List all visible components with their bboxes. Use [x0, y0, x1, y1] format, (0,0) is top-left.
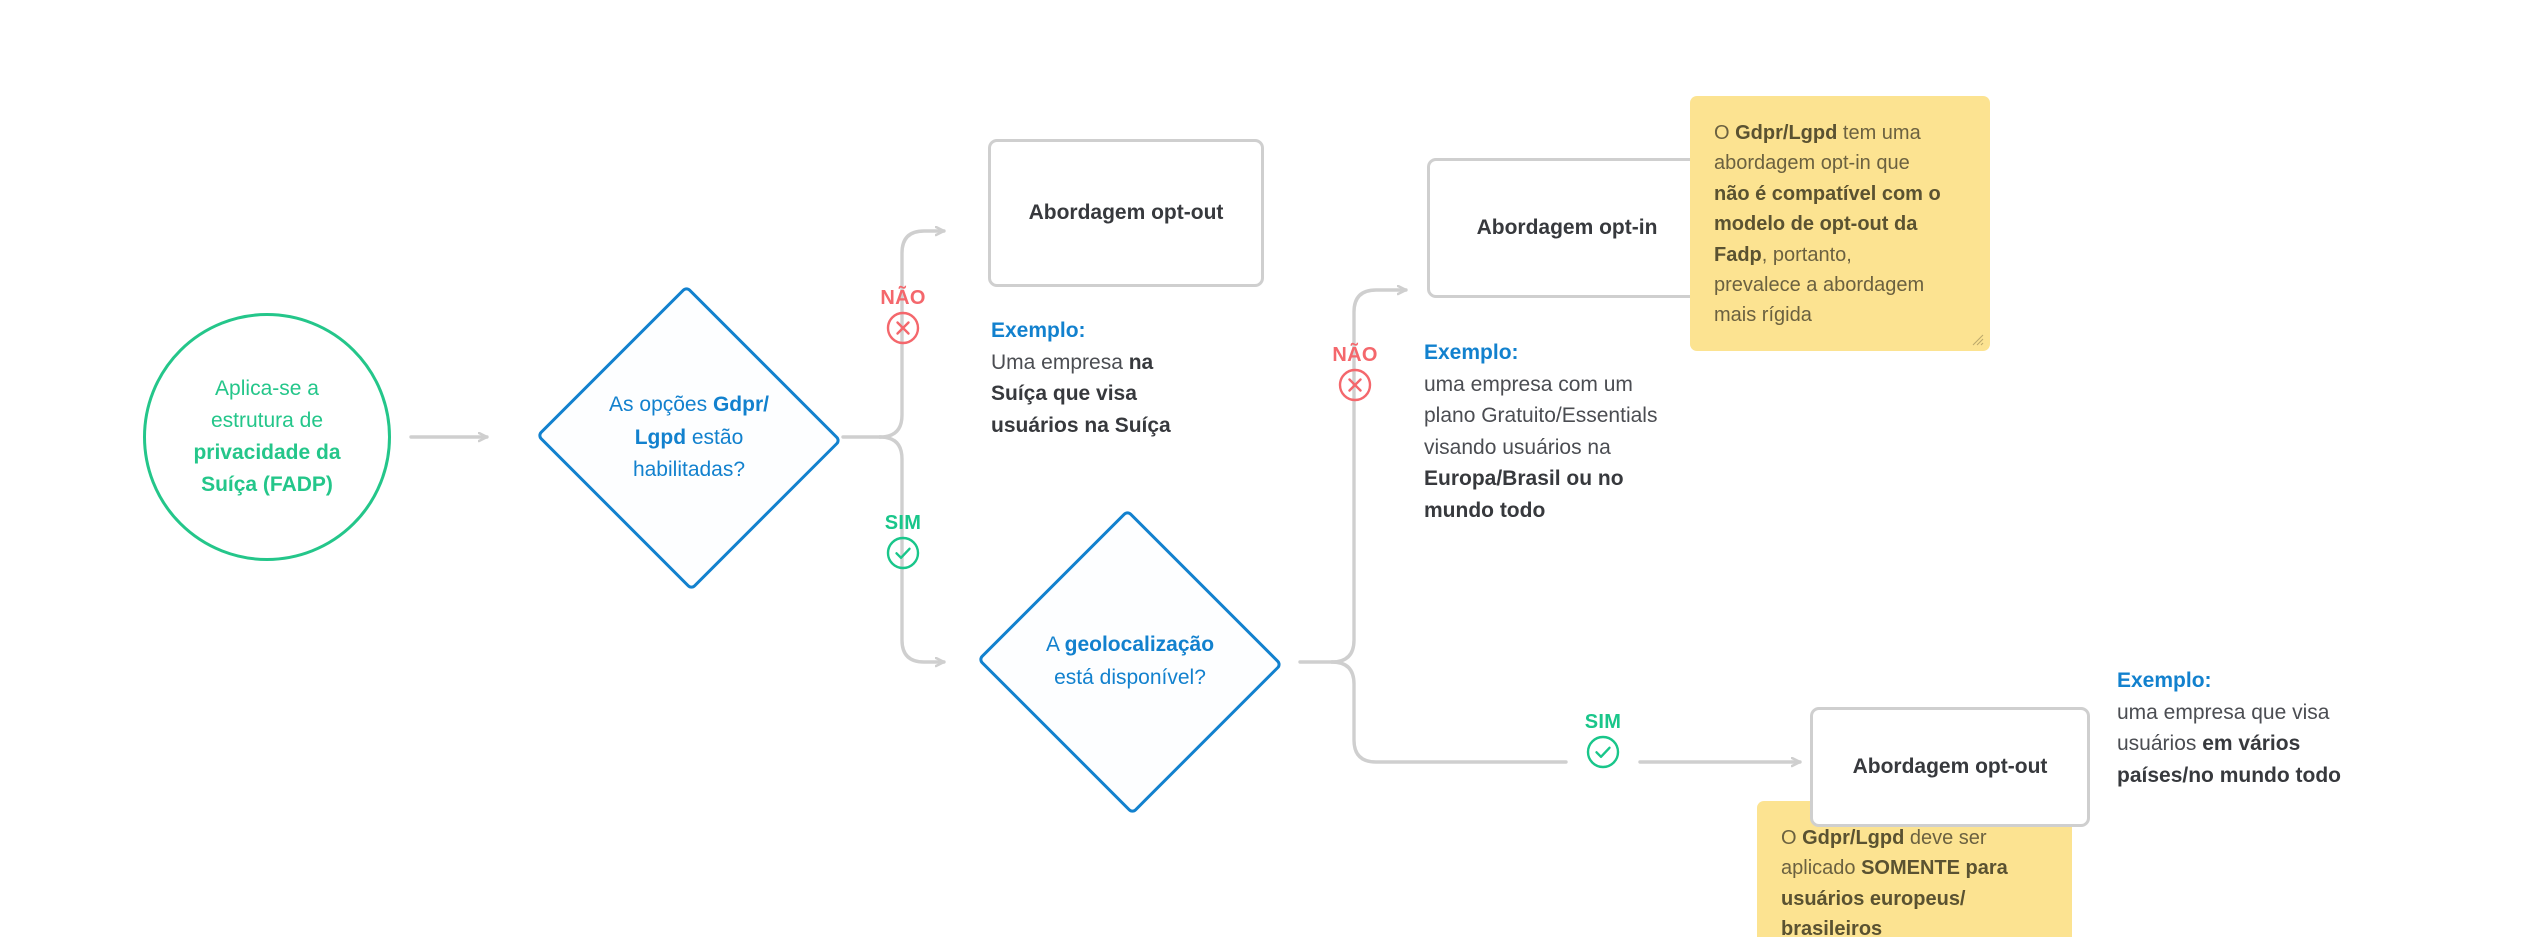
start-line-3: privacidade da: [193, 441, 341, 464]
branch-label-yes-1: SIM: [884, 512, 922, 534]
example-block-1: Exemplo: Uma empresa na Suíça que visa u…: [991, 315, 1251, 441]
note2-l1a: O: [1781, 826, 1803, 849]
box-label: Abordagem opt-in: [1476, 216, 1658, 239]
note2-l4: brasileiros: [1781, 917, 1883, 937]
note1-l6: prevalece a abordagem: [1714, 273, 1925, 296]
note1-l2: abordagem opt-in que: [1714, 152, 1910, 175]
box-abordagem-opt-out-top[interactable]: Abordagem opt-out: [988, 139, 1264, 287]
d1-t2: Gdpr/: [712, 393, 769, 417]
branch-marker-no-1: NÃO: [868, 288, 938, 346]
decision2-label: A geolocalização está disponível?: [1023, 629, 1238, 694]
example-2-l2: plano Gratuito/Essentials: [1424, 404, 1658, 427]
d1-t3: Lgpd: [634, 425, 687, 449]
example-3-l2b: em vários: [2202, 732, 2301, 755]
example-2-l1: uma empresa com um: [1424, 372, 1633, 396]
resize-grip-icon[interactable]: [1970, 332, 1984, 346]
note2-l1b: Gdpr/Lgpd: [1802, 826, 1905, 849]
box-label: Abordagem opt-out: [1028, 201, 1224, 224]
circle-x-icon: [886, 311, 920, 345]
start-line-1: Aplica-se a: [215, 377, 319, 401]
note1-l1b: Gdpr/Lgpd: [1735, 122, 1838, 144]
branch-label-no-1: NÃO: [880, 287, 926, 309]
branch-label-yes-2: SIM: [1584, 711, 1622, 733]
note1-l1a: O: [1714, 122, 1736, 144]
circle-x-icon: [1338, 368, 1372, 402]
wire-d2-yes-left: [1330, 660, 1568, 764]
example-1-l3: usuários na Suíça: [991, 413, 1171, 437]
note2-l1c: deve ser: [1904, 826, 1987, 849]
example-2-heading: Exemplo:: [1424, 341, 1519, 364]
branch-marker-no-2: NÃO: [1320, 345, 1390, 403]
note1-l7: mais rígida: [1714, 304, 1812, 327]
example-2-l3: visando usuários na: [1424, 435, 1611, 459]
note1-l1c: tem uma: [1837, 122, 1921, 144]
d1-t4: estão: [686, 425, 744, 449]
example-block-3: Exemplo: uma empresa que visa usuários e…: [2117, 665, 2407, 791]
decision-geolocation-available[interactable]: A geolocalização está disponível?: [975, 508, 1285, 816]
d2-t2: geolocalização: [1064, 633, 1215, 657]
example-2-l5: mundo todo: [1424, 498, 1546, 522]
branch-marker-yes-1: SIM: [868, 513, 938, 571]
example-block-2: Exemplo: uma empresa com um plano Gratui…: [1424, 337, 1724, 526]
example-1-l1: Uma empresa: [991, 350, 1129, 374]
circle-check-icon: [1586, 735, 1620, 769]
branch-marker-yes-2: SIM: [1568, 712, 1638, 770]
circle-check-icon: [886, 536, 920, 570]
decision-gdpr-lgpd-enabled[interactable]: As opções Gdpr/ Lgpd estão habilitadas?: [534, 284, 844, 592]
d2-t3: está disponível?: [1054, 666, 1206, 689]
note1-l5: Fadp: [1714, 243, 1762, 266]
note1-l4: modelo de opt-out da: [1714, 213, 1918, 236]
example-1-heading: Exemplo:: [991, 319, 1086, 342]
example-3-heading: Exemplo:: [2117, 669, 2212, 692]
note2-l2a: aplicado: [1781, 857, 1862, 880]
box-abordagem-opt-out-bottom[interactable]: Abordagem opt-out: [1810, 707, 2090, 827]
decision1-label: As opções Gdpr/ Lgpd estão habilitadas?: [594, 389, 784, 487]
start-line-4: Suíça (FADP): [201, 472, 333, 496]
start-line-2: estrutura de: [210, 409, 324, 433]
example-2-l4: Europa/Brasil ou no: [1424, 467, 1624, 490]
box-abordagem-opt-in[interactable]: Abordagem opt-in: [1427, 158, 1707, 298]
sticky-note-gdpr-opt-in[interactable]: O Gdpr/Lgpd tem uma abordagem opt-in que…: [1690, 96, 1990, 351]
note1-l3: não é compatível com o: [1714, 182, 1941, 205]
example-1-l2: Suíça que visa: [991, 382, 1137, 405]
branch-label-no-2: NÃO: [1332, 344, 1378, 366]
start-node[interactable]: Aplica-se a estrutura de privacidade da …: [143, 313, 391, 561]
d1-t1: As opções: [609, 393, 713, 417]
d2-t1: A: [1045, 633, 1065, 657]
note2-l3: usuários europeus/: [1781, 887, 1966, 910]
note2-l2b: SOMENTE para: [1861, 857, 2008, 880]
example-1-l1b: na: [1128, 350, 1154, 374]
d1-t5: habilitadas?: [632, 458, 746, 482]
example-3-l2a: usuários: [2117, 732, 2203, 755]
example-3-l3: países/no mundo todo: [2117, 763, 2341, 787]
note1-l5t: , portanto,: [1761, 243, 1852, 266]
example-3-l1: uma empresa que visa: [2117, 700, 2330, 724]
box-label: Abordagem opt-out: [1852, 755, 2048, 778]
